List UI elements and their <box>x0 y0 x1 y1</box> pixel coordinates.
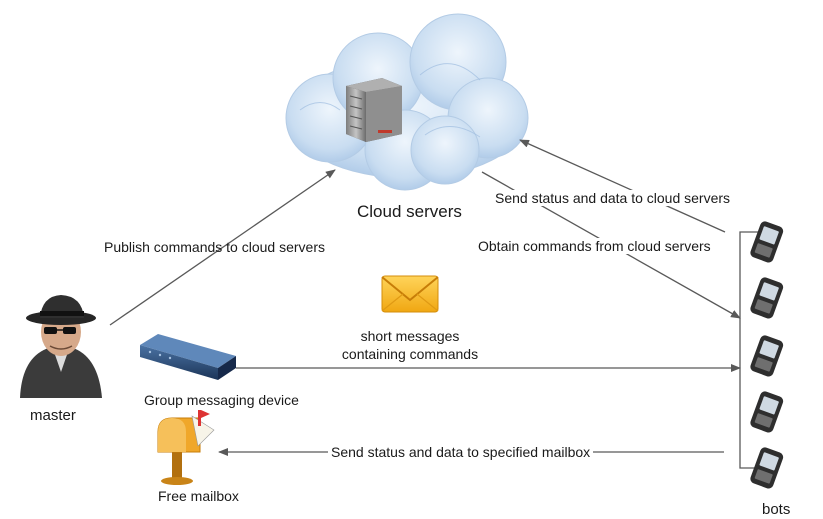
edge-label-publish: Publish commands to cloud servers <box>104 239 325 255</box>
server-icon <box>346 78 402 142</box>
bots-label: bots <box>762 501 791 518</box>
group-messaging-device-label: Group messaging device <box>144 392 299 408</box>
free-mailbox-label: Free mailbox <box>158 488 239 504</box>
mobile-phone-icon <box>750 221 784 263</box>
mobile-phone-icon <box>750 277 784 319</box>
edge-label-to-mailbox: Send status and data to specified mailbo… <box>328 444 594 460</box>
mobile-phone-icon <box>750 391 784 433</box>
mobile-phone-icon <box>750 447 784 489</box>
hacker-icon <box>20 295 102 398</box>
sms-label-line1: short messages <box>360 328 460 344</box>
arrow-bots-to-cloud <box>519 139 726 233</box>
mobile-phone-icon <box>750 335 784 377</box>
mailbox-icon <box>157 410 215 485</box>
group-messaging-device-icon <box>140 334 236 380</box>
edge-label-bots-to-cloud: Send status and data to cloud servers <box>492 190 734 206</box>
edge-label-cloud-to-bots: Obtain commands from cloud servers <box>475 238 714 254</box>
envelope-icon <box>381 275 439 313</box>
sms-label-line2: containing commands <box>341 346 479 362</box>
cloud-icon <box>285 13 529 191</box>
arrow-publish <box>109 169 336 326</box>
master-label: master <box>30 407 76 424</box>
bots-bracket <box>739 231 760 469</box>
cloud-servers-label: Cloud servers <box>357 202 462 221</box>
bots-group <box>750 221 784 489</box>
